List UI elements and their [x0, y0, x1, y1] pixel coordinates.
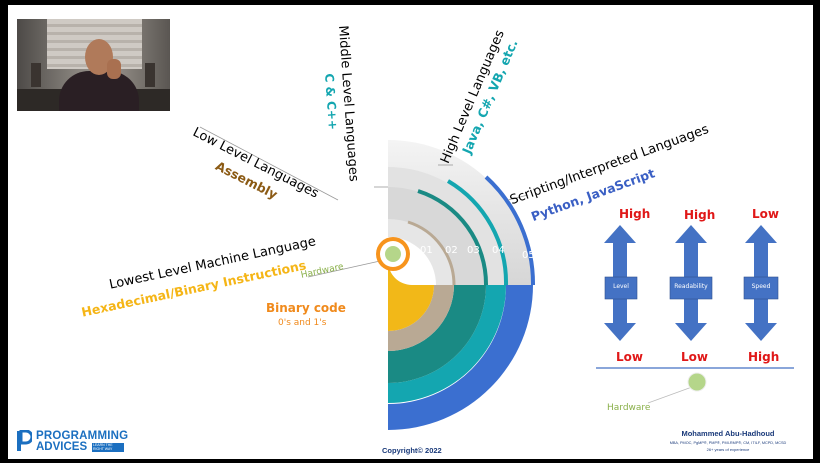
accent-low	[407, 220, 456, 286]
ring-number: 04	[492, 245, 505, 256]
copyright-text: Copyright© 2022	[382, 446, 442, 455]
pointer-scripting	[507, 194, 529, 201]
language-levels-diagram: 01 02 03 04 05	[199, 126, 794, 430]
band-high	[388, 285, 506, 403]
ring-number: 03	[467, 245, 480, 256]
hardware-core-icon	[385, 246, 401, 262]
ring-number: 01	[420, 245, 433, 256]
author-block: Mohammed Abu-Hadhoud MBA, PMOC, PgMP®, P…	[648, 429, 808, 452]
band-machine	[388, 261, 434, 331]
binary-code-sub: 0's and 1's	[278, 318, 327, 328]
band-low	[388, 285, 454, 351]
band-scripting	[388, 285, 533, 430]
accent-scripting	[484, 175, 536, 286]
author-experience: 26+ years of experience	[706, 447, 750, 452]
pointer-machine	[307, 260, 381, 278]
arrow-readability	[669, 225, 713, 341]
accent-middle	[417, 189, 489, 286]
band-middle	[388, 285, 486, 383]
arrow-level	[604, 225, 638, 341]
readability-box-label: Readability	[674, 283, 708, 290]
pointer-low-level	[199, 126, 339, 201]
speed-box-label: Speed	[751, 283, 771, 290]
hardware-icon	[687, 372, 707, 392]
slide: 01 02 03 04 05 Low Level Languages Assem…	[8, 5, 813, 459]
hardware-pointer	[647, 386, 693, 404]
readability-top-value: High	[684, 208, 716, 222]
accent-high	[446, 179, 509, 286]
logo-icon	[17, 430, 32, 451]
author-credentials: MBA, PMOC, PgMP®, PMP®, PMI-RMP®, CM, IT…	[669, 441, 787, 445]
readability-bottom-value: Low	[681, 350, 708, 364]
level-box-label: Level	[613, 283, 629, 290]
binary-code-title: Binary code	[266, 301, 346, 315]
comparison-hardware-label: Hardware	[607, 403, 651, 413]
level-top-value: High	[619, 207, 651, 221]
level-bottom-value: Low	[616, 350, 643, 364]
ring-number: 02	[445, 245, 458, 256]
author-name: Mohammed Abu-Hadhoud	[681, 429, 775, 438]
arrow-speed	[743, 225, 779, 341]
webcam-video	[17, 19, 170, 111]
ring-03	[388, 187, 486, 285]
speed-bottom-value: High	[748, 350, 780, 364]
ring-number: 05	[522, 250, 535, 261]
speed-top-value: Low	[752, 207, 779, 221]
ring-02	[388, 219, 454, 285]
